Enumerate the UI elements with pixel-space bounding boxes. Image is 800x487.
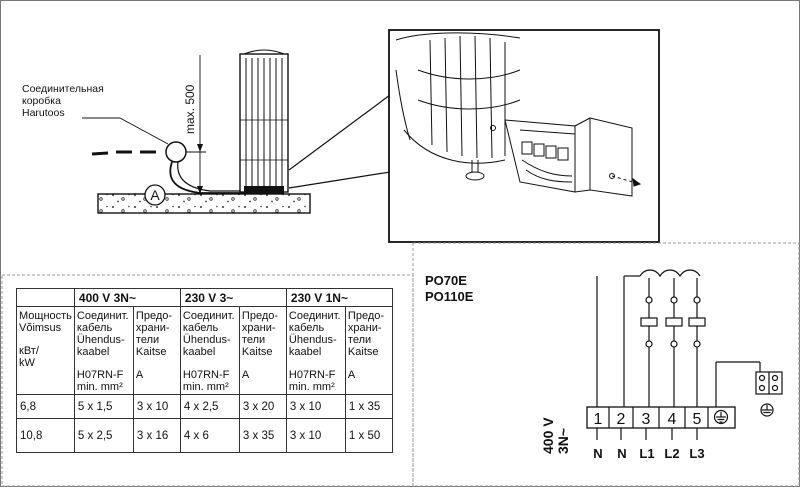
installation-drawing — [82, 49, 391, 214]
table-cell: 1 x 50 — [344, 418, 393, 453]
row-power: 10,8 — [16, 418, 75, 453]
table-cell: 5 x 2,5 — [73, 418, 134, 453]
table-cell: 5 x 1,5 — [73, 394, 134, 419]
table-cell: 4 x 6 — [179, 418, 240, 453]
cable-fuse-table: 400 V 3N~ 230 V 3~ 230 V 1N~ Мощность Võ… — [16, 288, 393, 453]
terminal-1: 1 — [594, 411, 603, 428]
table-cell: 3 x 10 — [285, 394, 346, 419]
max-height-label: max. 500 — [183, 84, 197, 134]
supply-cable-dashed — [91, 150, 156, 156]
junction-leader — [82, 117, 169, 145]
wiring-diagram — [586, 269, 783, 440]
table-cell: 3 x 16 — [132, 418, 181, 453]
group-230v-3: 230 V 3~ — [179, 288, 287, 307]
connection-detail — [388, 29, 660, 243]
terminal-5: 5 — [693, 411, 702, 428]
terminal-label-l2: L2 — [664, 446, 679, 461]
callout-line-bottom — [288, 171, 391, 189]
junction-box — [165, 141, 187, 163]
terminal-label-l1: L1 — [639, 446, 654, 461]
table-cell: 3 x 35 — [238, 418, 287, 453]
callout-line-top — [288, 94, 391, 171]
cable-marker-a-label: A — [150, 187, 160, 203]
terminal-4: 4 — [668, 411, 677, 428]
model-label-1: PO70E — [425, 273, 467, 288]
table-cell: 4 x 2,5 — [179, 394, 240, 419]
terminal-label-n1: N — [593, 446, 602, 461]
junction-box-label: Соединительная коробка Harutoos — [22, 83, 107, 119]
terminal-3: 3 — [642, 411, 651, 428]
table-cell: 3 x 10 — [132, 394, 181, 419]
table-group-row: 400 V 3N~ 230 V 3~ 230 V 1N~ — [16, 288, 393, 307]
voltage-label: 400 V 3N~ — [540, 414, 571, 454]
cable-marker-a — [144, 184, 166, 206]
group-230v-1n: 230 V 1N~ — [285, 288, 393, 307]
row-power: 6,8 — [16, 394, 75, 419]
floor-slab — [97, 193, 311, 214]
table-cell: 3 x 10 — [285, 418, 346, 453]
wiring-box — [412, 242, 800, 487]
table-corner-cell — [16, 288, 75, 307]
model-label-2: PO110E — [425, 289, 474, 304]
power-header: Мощность Võimsus кВт/ kW — [16, 306, 75, 395]
heater-side-view — [239, 49, 289, 194]
group-400v-3n: 400 V 3N~ — [73, 288, 181, 307]
table-row: 10,8 5 x 2,5 3 x 16 4 x 6 3 x 35 3 x 10 … — [16, 418, 393, 453]
table-header-row: Мощность Võimsus кВт/ kW Соединит.кабель… — [16, 306, 393, 395]
terminal-2: 2 — [617, 411, 626, 428]
terminal-label-n2: N — [617, 446, 626, 461]
table-cell: 1 x 35 — [344, 394, 393, 419]
terminal-label-l3: L3 — [689, 446, 704, 461]
table-box — [1, 274, 414, 487]
table-cell: 3 x 20 — [238, 394, 287, 419]
table-row: 6,8 5 x 1,5 3 x 10 4 x 2,5 3 x 20 3 x 10… — [16, 394, 393, 419]
